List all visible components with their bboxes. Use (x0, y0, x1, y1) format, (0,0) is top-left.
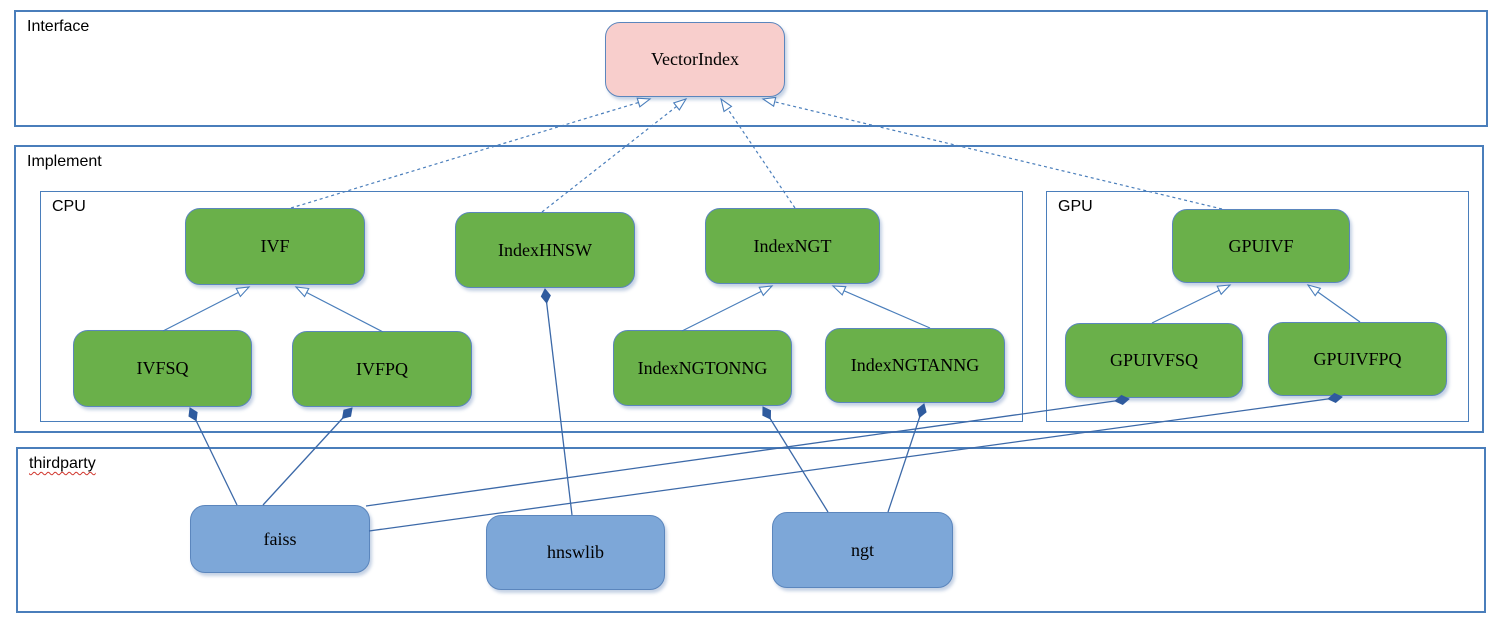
group-label-gpu: GPU (1058, 198, 1093, 215)
node-label-indexngtanng: IndexNGTANNG (850, 355, 980, 375)
node-indexngtonng: IndexNGTONNG (613, 330, 792, 406)
group-label-implement: Implement (27, 153, 102, 170)
node-label-ivfsq: IVFSQ (136, 358, 189, 378)
node-label-ngt: ngt (850, 539, 874, 560)
node-ivfpq: IVFPQ (292, 331, 472, 407)
group-label-thirdparty: thirdparty (29, 455, 96, 472)
node-label-ivfpq: IVFPQ (355, 358, 408, 379)
node-label-hnswlib: hnswlib (546, 542, 604, 562)
node-label-indexngt: IndexNGT (753, 235, 832, 256)
group-label-interface: Interface (27, 18, 90, 35)
node-gpuivf: GPUIVF (1172, 209, 1350, 283)
node-label-gpuivf: GPUIVF (1228, 235, 1294, 256)
node-label-faiss: faiss (263, 528, 297, 549)
node-label-gpuivfpq: GPUIVFPQ (1313, 348, 1402, 369)
node-label-ivf: IVF (260, 236, 290, 256)
node-hnswlib: hnswlib (486, 515, 665, 590)
node-ivf: IVF (185, 208, 365, 285)
group-label-cpu: CPU (52, 198, 86, 215)
node-ngt: ngt (772, 512, 953, 588)
node-label-indexhnsw: IndexHNSW (498, 239, 592, 260)
node-gpuivfpq: GPUIVFPQ (1268, 322, 1447, 396)
node-ivfsq: IVFSQ (73, 330, 252, 407)
node-label-indexngtonng: IndexNGTONNG (637, 357, 768, 378)
node-label-vectorindex: VectorIndex (651, 49, 739, 69)
node-gpuivfsq: GPUIVFSQ (1065, 323, 1243, 398)
node-vectorindex: VectorIndex (605, 22, 785, 97)
node-label-gpuivfsq: GPUIVFSQ (1109, 350, 1199, 370)
node-indexngt: IndexNGT (705, 208, 880, 284)
node-indexngtanng: IndexNGTANNG (825, 328, 1005, 403)
node-faiss: faiss (190, 505, 370, 573)
node-indexhnsw: IndexHNSW (455, 212, 635, 288)
